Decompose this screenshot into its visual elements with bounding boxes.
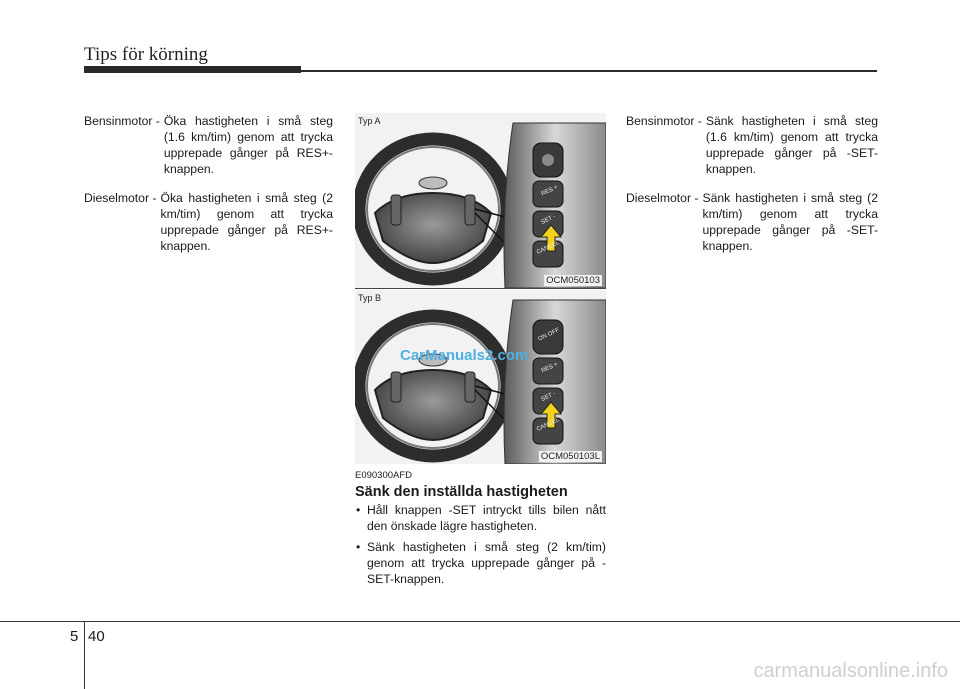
header-rule-thick: [84, 66, 301, 73]
site-watermark: carmanualsonline.info: [753, 660, 948, 682]
definition-description: Sänk hastigheten i små steg (1.6 km/tim)…: [705, 114, 878, 176]
definition-description: Sänk hastigheten i små steg (2 km/tim) g…: [702, 191, 878, 253]
left-column: Bensinmotor - Öka hastigheten i små steg…: [84, 113, 333, 267]
footer-chapter-number: 5: [70, 628, 79, 645]
bullet-list: Håll knappen -SET intryckt tills bilen n…: [355, 502, 606, 592]
section-title: Sänk den inställda hastigheten: [355, 484, 568, 500]
list-item: Håll knappen -SET intryckt tills bilen n…: [355, 502, 606, 534]
steering-wheel-illustration: [355, 122, 606, 288]
watermark-overlay: CarManuals2.com: [400, 347, 529, 364]
definition-petrol-decrease: Bensinmotor - Sänk hastigheten i små ste…: [626, 113, 878, 177]
definition-description: Öka hastigheten i små steg (2 km/tim) ge…: [160, 191, 333, 253]
footer-page-number: 40: [88, 628, 105, 645]
definition-term: Dieselmotor -: [84, 191, 157, 205]
definition-term: Dieselmotor -: [626, 191, 699, 205]
figure-divider: [355, 288, 606, 289]
definition-petrol-increase: Bensinmotor - Öka hastigheten i små steg…: [84, 113, 333, 177]
figure-label: Typ A: [358, 116, 381, 126]
figure-label: Typ B: [358, 293, 382, 303]
footer-rule: [0, 621, 960, 622]
right-column: Bensinmotor - Sänk hastigheten i små ste…: [626, 113, 878, 267]
definition-term: Bensinmotor -: [84, 114, 160, 128]
figure-code: OCM050103L: [538, 451, 602, 462]
footer-divider: [84, 621, 85, 689]
definition-description: Öka hastigheten i små steg (1.6 km/tim) …: [163, 114, 333, 176]
definition-diesel-increase: Dieselmotor - Öka hastigheten i små steg…: [84, 190, 333, 254]
figure-code: OCM050103: [544, 275, 602, 286]
list-item: Sänk hastigheten i små steg (2 km/tim) g…: [355, 539, 606, 587]
section-code: E090300AFD: [355, 470, 413, 481]
definition-diesel-decrease: Dieselmotor - Sänk hastigheten i små ste…: [626, 190, 878, 254]
figure-type-a: Typ A OCM050103 RES + SET - CANCEL: [355, 113, 606, 288]
definition-term: Bensinmotor -: [626, 114, 702, 128]
header-rule-thin: [84, 70, 877, 72]
steering-wheel-illustration: [355, 299, 606, 464]
figure-type-b: Typ B OCM050103L ON OFF RES + SET - CANC…: [355, 290, 606, 464]
page-header-title: Tips för körning: [84, 44, 208, 65]
